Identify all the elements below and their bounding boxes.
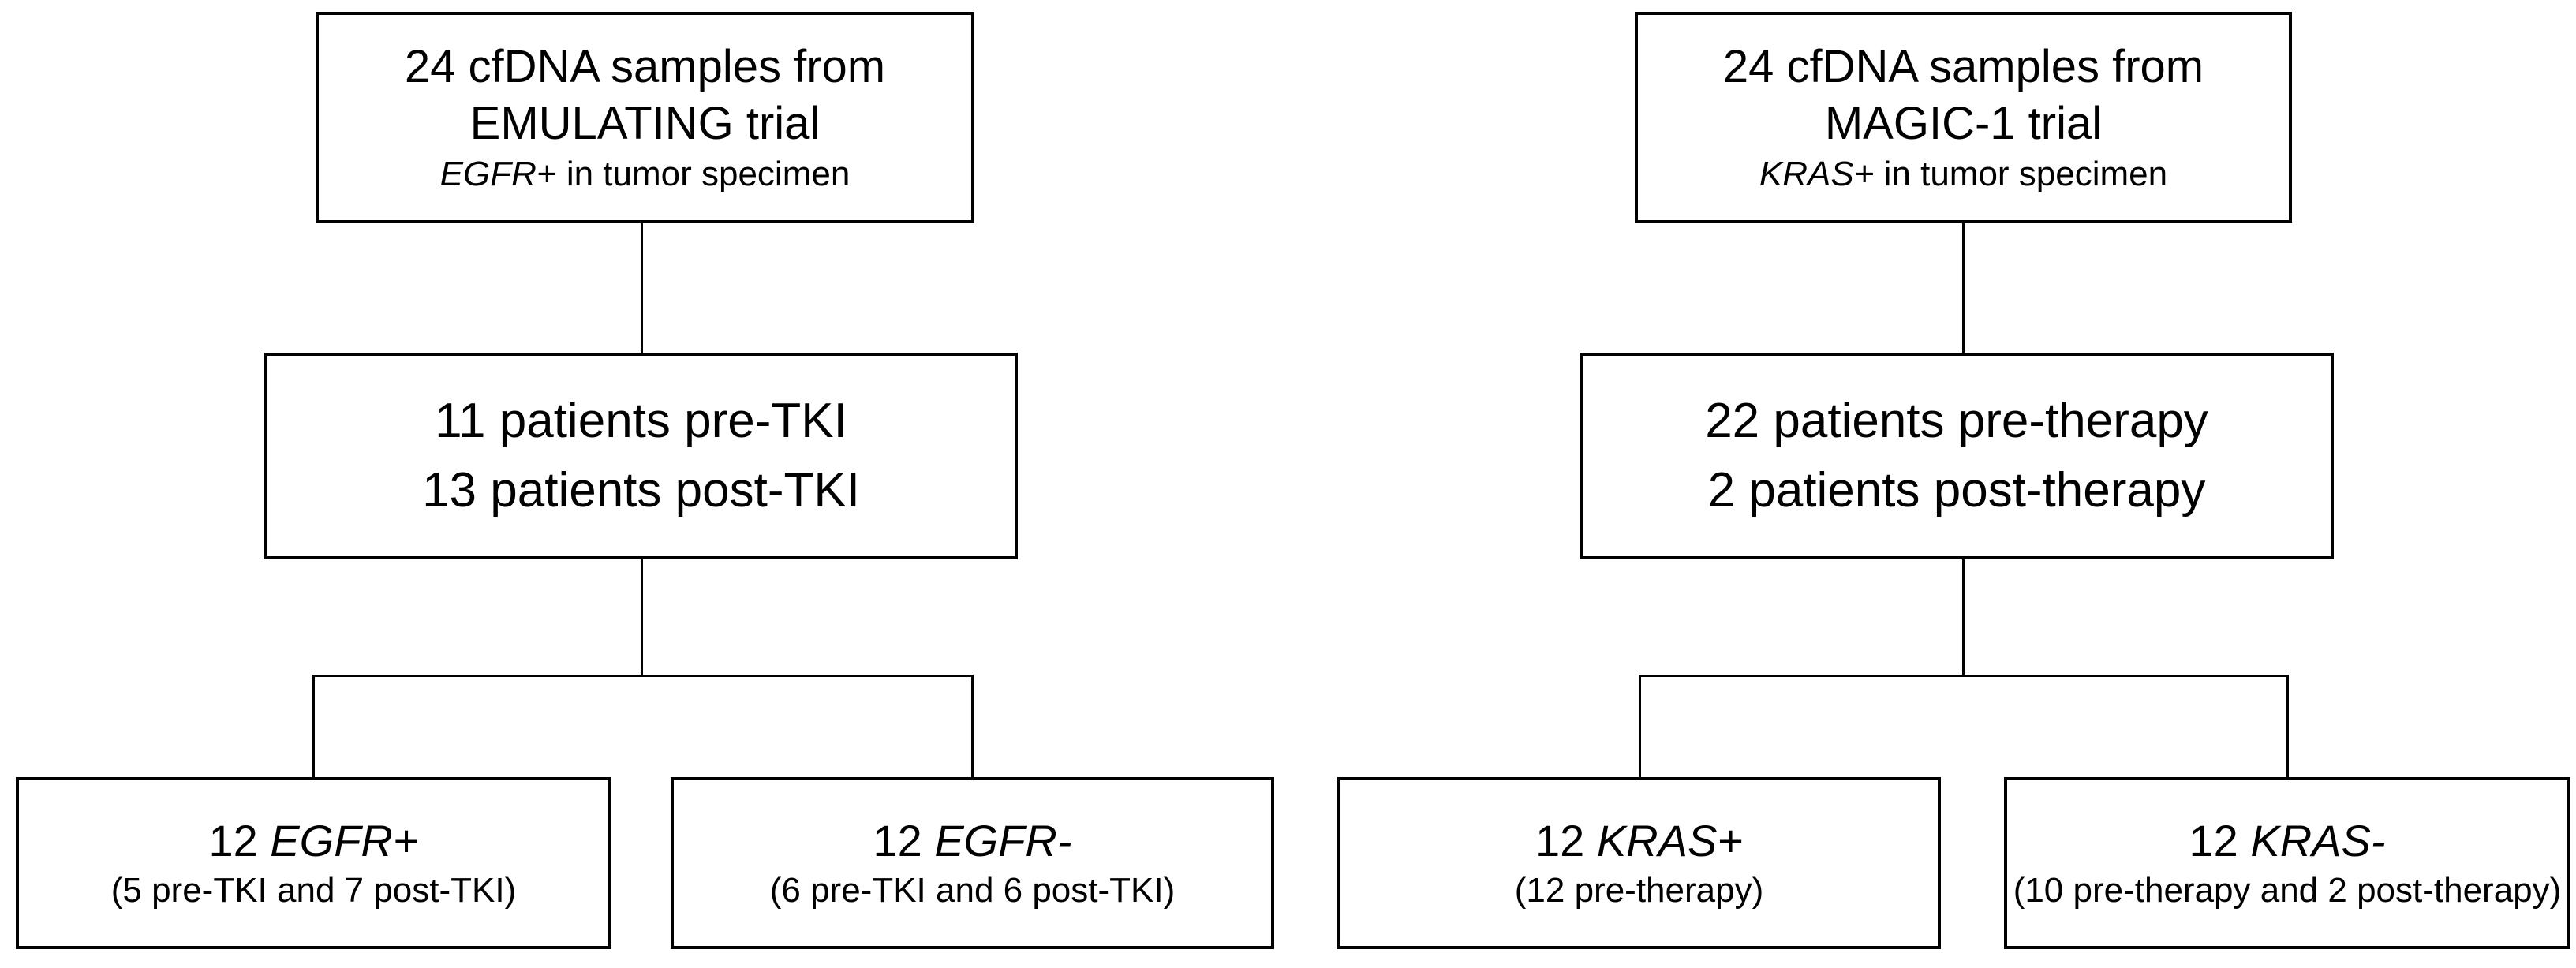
magic1-samples-box: 24 cfDNA samples from MAGIC-1 trial KRAS… [1635, 12, 2292, 223]
tumor-specimen-line: EGFR+ in tumor specimen [440, 152, 851, 196]
patients-pre-line: 22 patients pre-therapy [1705, 394, 2208, 448]
breakdown-line: (6 pre-TKI and 6 post-TKI) [769, 871, 1176, 910]
sample-count: 12 [1535, 816, 1585, 865]
connector-drop-right [971, 675, 974, 779]
samples-count-line: 24 cfDNA samples from [1722, 41, 2204, 92]
gene-result-line: 12 KRAS+ [1535, 813, 1743, 869]
gene-status-label: EGFR- [934, 816, 1072, 865]
connector-stem-vertical [1962, 558, 1965, 676]
connector-stem-vertical [641, 558, 643, 676]
trial-name-line: EMULATING trial [469, 98, 821, 149]
trial-name-line: MAGIC-1 trial [1824, 98, 2103, 149]
magic1-patients-box: 22 patients pre-therapy 2 patients post-… [1580, 353, 2334, 559]
patients-post-line: 2 patients post-therapy [1707, 463, 2206, 518]
gene-status-label: KRAS- [2250, 816, 2386, 865]
gene-result-line: 12 EGFR+ [208, 813, 418, 869]
emulating-patients-box: 11 patients pre-TKI 13 patients post-TKI [264, 353, 1018, 559]
sample-count: 12 [873, 816, 922, 865]
connector-drop-right [2286, 675, 2289, 779]
connector-split-bar [312, 675, 974, 677]
egfr-positive-box: 12 EGFR+ (5 pre-TKI and 7 post-TKI) [16, 777, 611, 949]
connector-top-vertical [641, 223, 643, 354]
gene-status-label: KRAS+ [1596, 816, 1744, 865]
connector-top-vertical [1962, 223, 1965, 354]
sample-count: 12 [2189, 816, 2238, 865]
patients-pre-line: 11 patients pre-TKI [435, 394, 847, 448]
gene-status-label: EGFR+ [270, 816, 419, 865]
tumor-specimen-line: KRAS+ in tumor specimen [1759, 152, 2167, 196]
connector-split-bar [1639, 675, 2289, 677]
gene-status-label: EGFR+ [439, 155, 557, 193]
gene-result-line: 12 KRAS- [2189, 813, 2385, 869]
breakdown-line: (10 pre-therapy and 2 post-therapy) [2013, 871, 2562, 910]
tumor-specimen-text: in tumor specimen [1883, 155, 2168, 193]
gene-status-label: KRAS+ [1759, 155, 1875, 193]
emulating-samples-box: 24 cfDNA samples from EMULATING trial EG… [316, 12, 974, 223]
breakdown-line: (12 pre-therapy) [1514, 871, 1764, 910]
gene-result-line: 12 EGFR- [873, 813, 1071, 869]
breakdown-line: (5 pre-TKI and 7 post-TKI) [110, 871, 517, 910]
kras-positive-box: 12 KRAS+ (12 pre-therapy) [1337, 777, 1941, 949]
samples-count-line: 24 cfDNA samples from [404, 41, 886, 92]
tumor-specimen-text: in tumor specimen [566, 155, 851, 193]
egfr-negative-box: 12 EGFR- (6 pre-TKI and 6 post-TKI) [671, 777, 1274, 949]
kras-negative-box: 12 KRAS- (10 pre-therapy and 2 post-ther… [2004, 777, 2570, 949]
sample-count: 12 [208, 816, 258, 865]
patients-post-line: 13 patients post-TKI [422, 463, 860, 518]
connector-drop-left [312, 675, 315, 779]
connector-drop-left [1639, 675, 1641, 779]
